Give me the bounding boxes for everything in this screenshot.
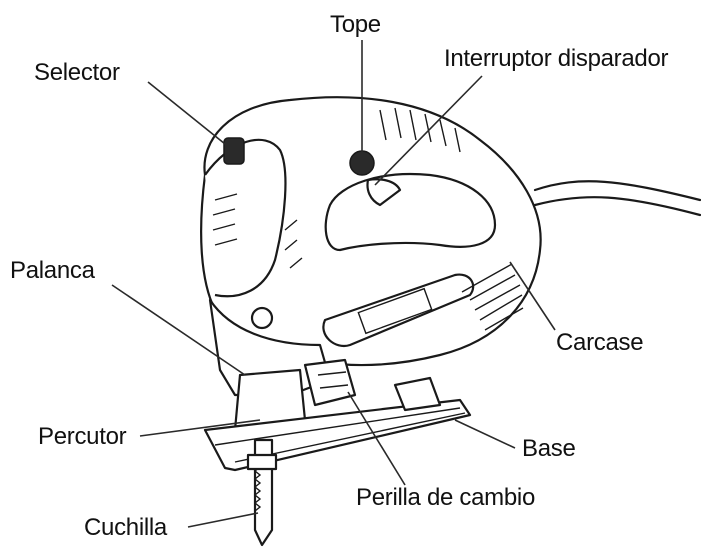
change-knob	[303, 358, 357, 407]
leader-cuchilla	[187, 512, 259, 528]
rear-vents	[461, 263, 524, 331]
label-selector: Selector	[34, 59, 120, 86]
label-palanca: Palanca	[10, 257, 95, 284]
label-interruptor: Interruptor disparador	[444, 45, 669, 72]
leader-base	[454, 419, 516, 449]
leader-interruptor	[374, 75, 483, 186]
leader-carcase	[509, 261, 556, 331]
base-rails	[214, 407, 466, 463]
front-nose	[204, 138, 287, 298]
leader-perilla	[347, 391, 406, 486]
tope-button	[349, 150, 375, 176]
label-base: Base	[522, 435, 576, 462]
label-tope: Tope	[330, 11, 381, 38]
nose-vents	[212, 193, 303, 269]
change-knob-detail	[317, 371, 349, 389]
label-carcase: Carcase	[556, 329, 644, 356]
grip-ridges	[379, 107, 461, 153]
selector-knob	[223, 137, 245, 165]
base-bracket	[393, 376, 442, 412]
leader-palanca	[111, 284, 246, 376]
power-cord	[533, 180, 701, 217]
leader-percutor	[139, 419, 261, 437]
panel-window	[357, 287, 433, 335]
lever-screw	[250, 306, 274, 330]
leader-selector	[147, 81, 231, 149]
guide-roller	[246, 453, 278, 471]
side-panel	[322, 273, 475, 348]
label-cuchilla: Cuchilla	[84, 514, 167, 541]
label-perilla: Perilla de cambio	[356, 484, 535, 511]
label-percutor: Percutor	[38, 423, 127, 450]
